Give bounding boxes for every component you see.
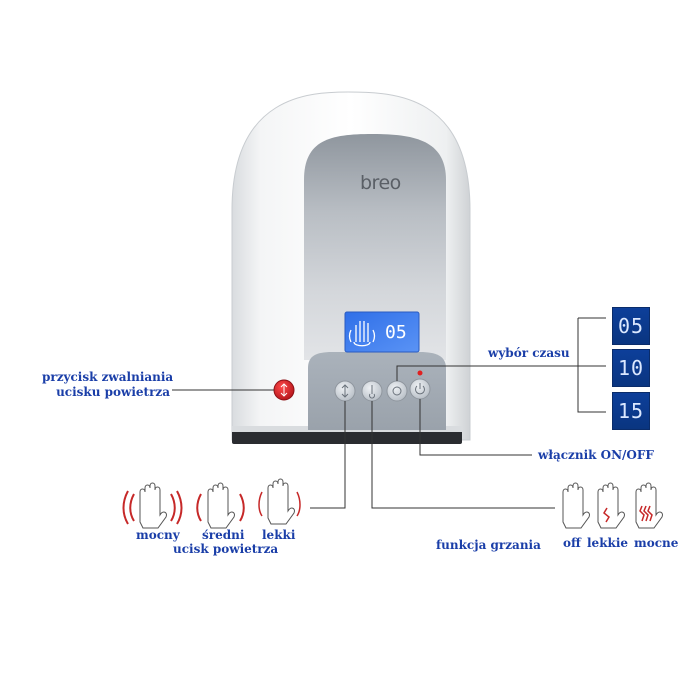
release-label-line2: ucisku powietrza [56, 385, 170, 399]
time-option-10: 10 [612, 349, 650, 387]
heat-label-strong: mocne [634, 536, 679, 550]
lcd-time-readout: 05 [385, 321, 407, 343]
time-option-05: 05 [612, 307, 650, 345]
time-option-15: 15 [612, 392, 650, 430]
device-base [232, 430, 462, 444]
release-label-line1: przycisk zwalniania [42, 370, 174, 384]
pressure-label-strong: mocny [136, 528, 180, 542]
heat-label-light: lekkie [587, 536, 629, 550]
pressure-label-medium: średni [202, 528, 245, 542]
pressure-label-light: lekki [262, 528, 296, 542]
time-select-label: wybór czasu [488, 346, 570, 360]
connector-lines [172, 317, 606, 509]
heat-label-off: off [563, 536, 581, 550]
air-pressure-title: ucisk powietrza [173, 542, 279, 556]
wave-medium [196, 493, 245, 522]
heat-hand-strong [635, 482, 663, 529]
release-button-label: przycisk zwalniania ucisku powietrza [42, 370, 174, 400]
heat-wave-light [603, 507, 610, 523]
wave-strong [122, 490, 183, 525]
heating-function-label: funkcja grzania [436, 538, 541, 552]
power-switch-label: włącznik ON/OFF [538, 448, 654, 462]
wave-light [258, 491, 301, 517]
heat-hand-light [597, 482, 625, 529]
hand-icon-medium [207, 482, 235, 529]
heat-wave-strong [639, 505, 653, 522]
heat-hand-off [562, 482, 590, 529]
power-led [417, 370, 423, 376]
lcd-hand-icon [348, 321, 376, 347]
front-panel [304, 134, 446, 360]
brand-logo: breo [360, 172, 401, 194]
hand-icon-light [267, 478, 295, 525]
hand-icon-strong [139, 482, 167, 529]
